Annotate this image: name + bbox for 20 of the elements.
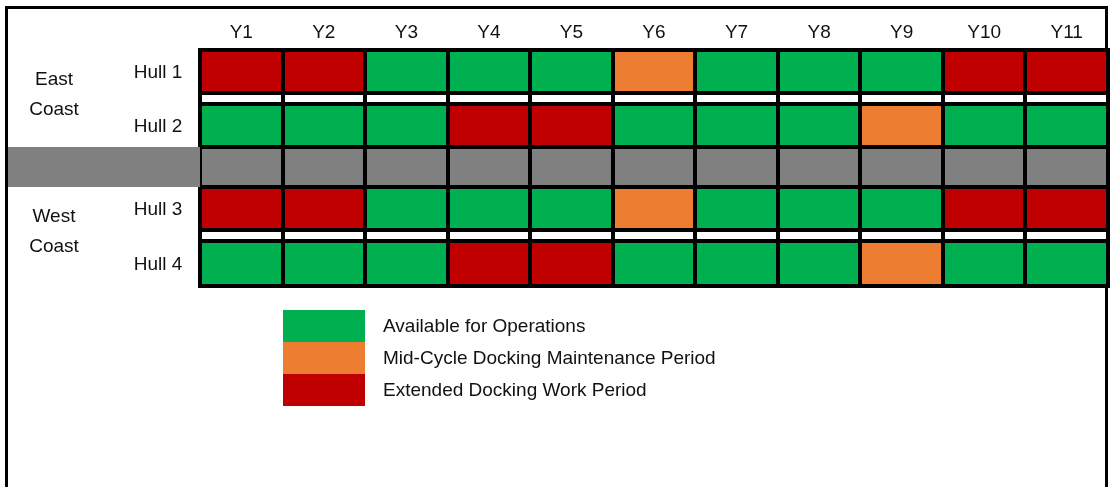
column-header: Y3 [393, 20, 419, 44]
column-header: Y1 [228, 20, 254, 44]
column-header: Y5 [558, 20, 585, 44]
column-header: Y9 [889, 20, 915, 44]
column-header: Y7 [723, 20, 750, 44]
column-header: Y4 [476, 20, 502, 44]
column-header: Y8 [806, 20, 832, 44]
region-label: West Coast [28, 204, 80, 258]
column-header: Y11 [1049, 20, 1084, 44]
legend-text: Extended Docking Work Period [383, 378, 647, 402]
column-header: Y6 [641, 20, 667, 44]
row-label: Hull 3 [132, 197, 184, 221]
row-label: Hull 2 [132, 114, 184, 138]
legend-text: Available for Operations [383, 314, 586, 338]
region-label: East Coast [28, 67, 80, 121]
column-header: Y10 [966, 20, 1003, 44]
legend-text: Mid-Cycle Docking Maintenance Period [383, 346, 716, 370]
row-label: Hull 1 [132, 60, 184, 84]
column-header: Y2 [311, 20, 337, 44]
row-label: Hull 4 [132, 252, 184, 276]
